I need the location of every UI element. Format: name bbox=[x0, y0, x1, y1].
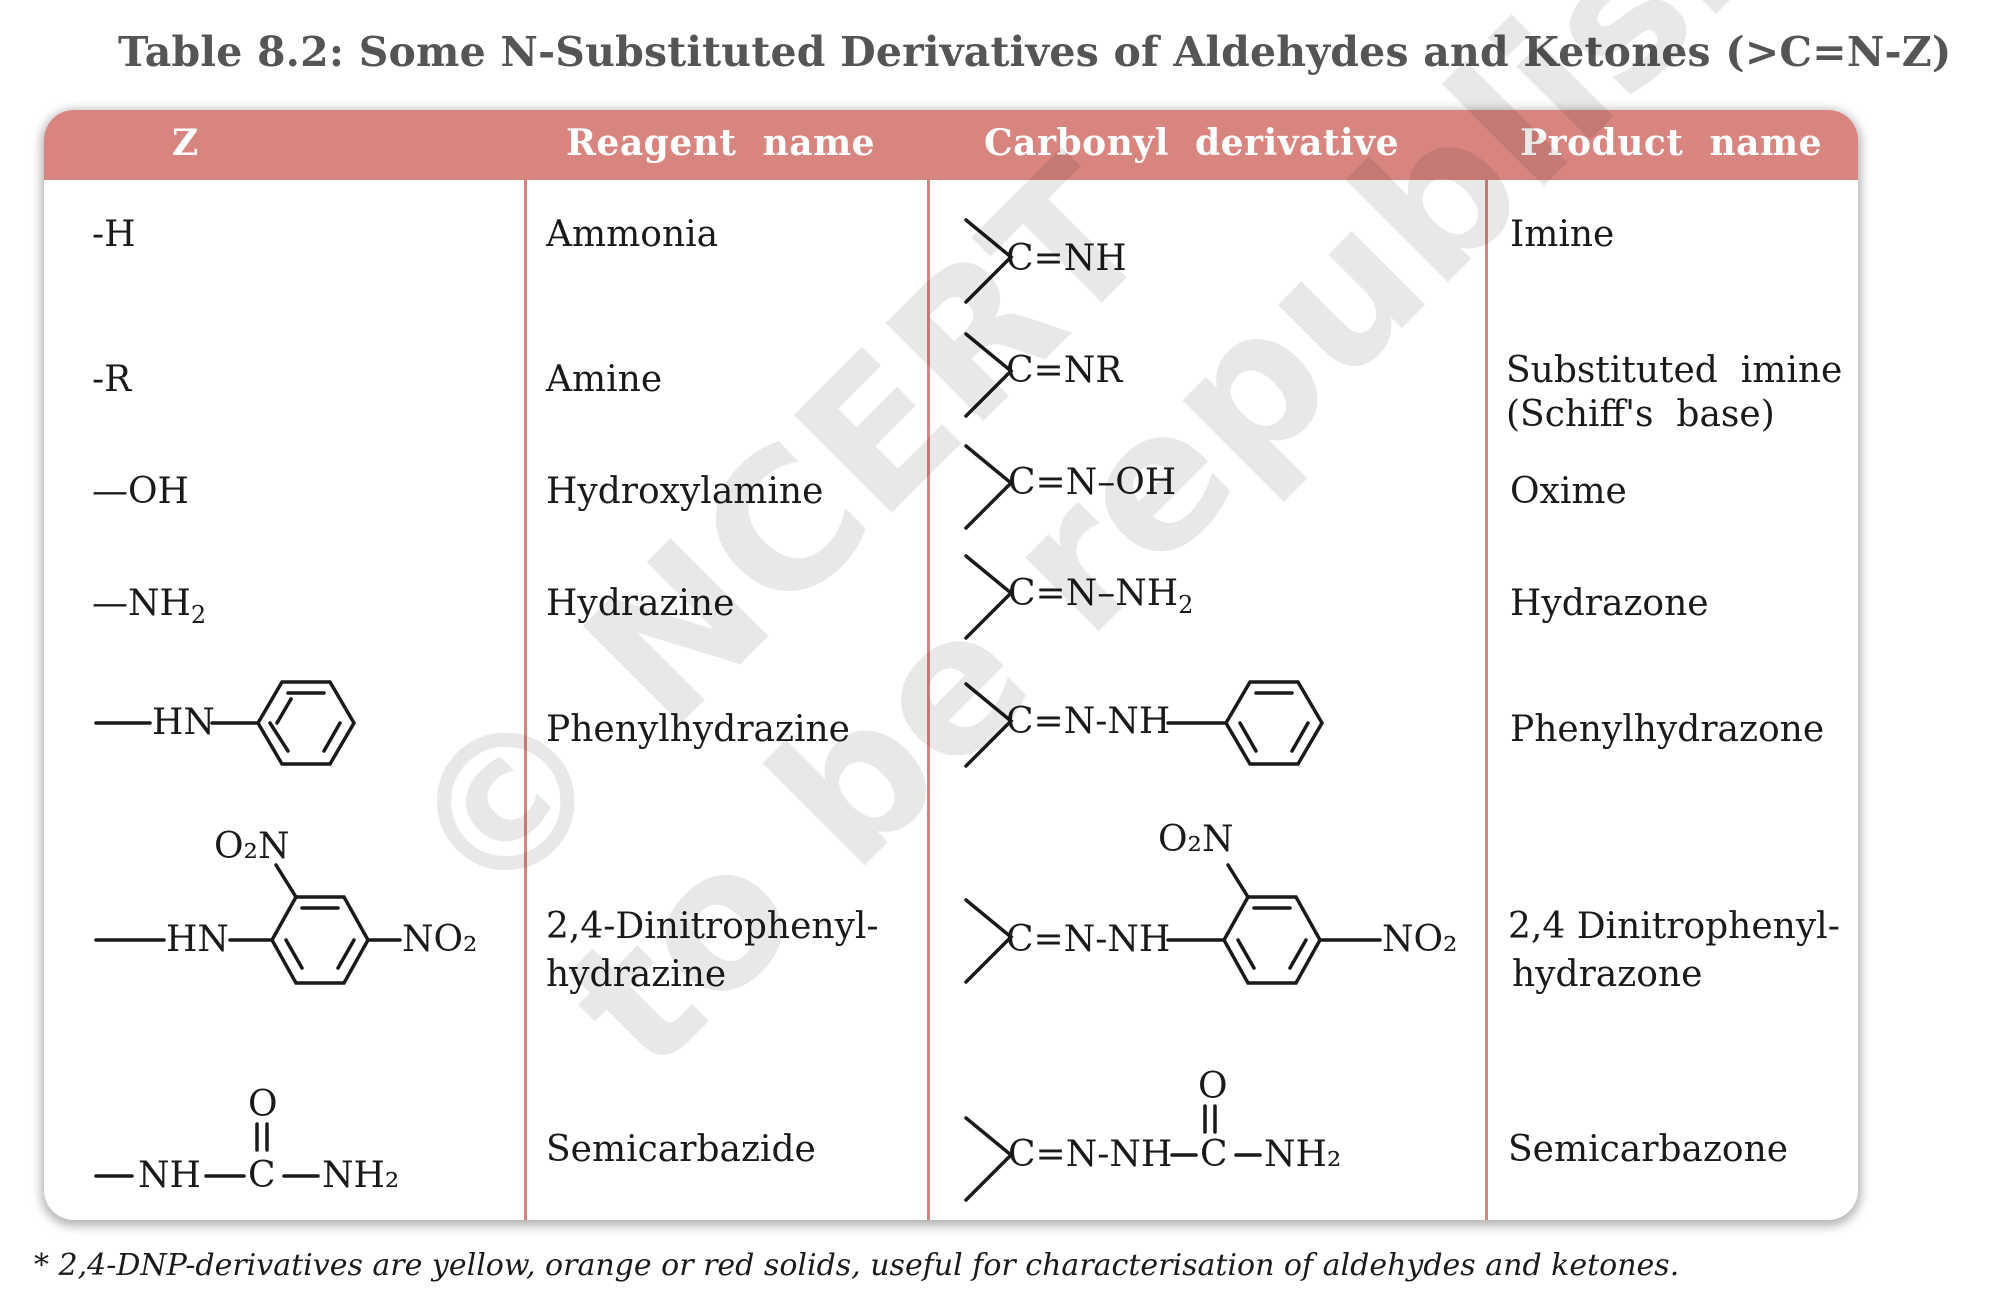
table-title: Table 8.2: Some N-Substituted Derivative… bbox=[118, 28, 1952, 76]
chevron-row2 bbox=[964, 332, 1014, 418]
benzene-inner-bond bbox=[268, 721, 290, 753]
product-cell-line2: hydrazone bbox=[1512, 954, 1703, 995]
derivative-oxygen-label: O bbox=[1198, 1066, 1228, 1107]
chevron-row4 bbox=[964, 554, 1014, 640]
z-cell: -H bbox=[92, 214, 136, 255]
reagent-cell: Hydroxylamine bbox=[546, 471, 824, 512]
column-divider bbox=[524, 180, 527, 1220]
derivative-cell: C=NH bbox=[1006, 238, 1127, 279]
z-nh-label: NH bbox=[138, 1155, 201, 1196]
z-cell: -R bbox=[92, 359, 132, 400]
product-cell: 2,4 Dinitrophenyl- bbox=[1508, 906, 1840, 947]
benzene-ring bbox=[1223, 680, 1325, 766]
z-hn-label: HN bbox=[152, 702, 215, 743]
z-text: —NH bbox=[92, 583, 191, 624]
product-cell: Substituted imine bbox=[1506, 350, 1843, 391]
benzene-inner-bond bbox=[1288, 938, 1308, 970]
footnote: * 2,4-DNP-derivatives are yellow, orange… bbox=[34, 1248, 1680, 1283]
z-hn-label: HN bbox=[166, 919, 229, 960]
benzene-ring bbox=[255, 680, 357, 766]
benzene-inner-bond bbox=[322, 721, 342, 753]
reagent-cell: Semicarbazide bbox=[546, 1129, 816, 1170]
column-divider bbox=[927, 180, 930, 1220]
product-cell-line2: (Schiff's base) bbox=[1506, 394, 1775, 435]
header-product-name: Product name bbox=[1520, 122, 1823, 164]
benzene-inner-bond bbox=[284, 938, 304, 970]
header-reagent-name: Reagent name bbox=[566, 122, 876, 164]
z-carbon-label: C bbox=[248, 1155, 276, 1196]
header-carbonyl-derivative: Carbonyl derivative bbox=[984, 122, 1400, 164]
bond-line bbox=[1226, 863, 1250, 899]
derivative-cell: C=NR bbox=[1006, 350, 1123, 391]
benzene-inner-bond bbox=[1236, 938, 1256, 970]
product-cell: Imine bbox=[1510, 214, 1615, 255]
derivative-cell: C=N-NH bbox=[1006, 919, 1171, 960]
derivative-nh2-label: NH₂ bbox=[1264, 1134, 1342, 1175]
z-nh2-label: NH₂ bbox=[322, 1155, 400, 1196]
derivative-text: C=N–NH bbox=[1008, 573, 1179, 614]
chevron-row5 bbox=[964, 682, 1014, 768]
benzene-inner-bond bbox=[1238, 721, 1258, 753]
derivative-cell: C=N-NH bbox=[1006, 701, 1171, 742]
reagent-cell: Amine bbox=[546, 359, 663, 400]
derivative-o2n-label: O₂N bbox=[1158, 819, 1234, 860]
benzene-inner-bond bbox=[275, 697, 293, 725]
product-cell: Oxime bbox=[1510, 471, 1627, 512]
z-subscript: 2 bbox=[190, 601, 207, 629]
chevron-row3 bbox=[964, 444, 1014, 530]
derivative-cell: C=N–NH2 bbox=[1008, 572, 1193, 627]
chevron-row1 bbox=[964, 218, 1014, 304]
header-z: Z bbox=[172, 122, 199, 164]
z-o2n-label: O₂N bbox=[214, 826, 290, 867]
benzene-inner-bond bbox=[336, 938, 356, 970]
reagent-cell: Ammonia bbox=[546, 214, 719, 255]
product-cell: Phenylhydrazone bbox=[1510, 709, 1825, 750]
reagent-cell-line2: hydrazine bbox=[546, 954, 727, 995]
derivative-cell: C=N–OH bbox=[1008, 462, 1177, 503]
chevron-row7 bbox=[964, 1116, 1014, 1202]
column-divider bbox=[1485, 180, 1488, 1220]
product-cell: Semicarbazone bbox=[1508, 1129, 1789, 1170]
reagent-cell: Hydrazine bbox=[546, 583, 735, 624]
reagent-cell: Phenylhydrazine bbox=[546, 709, 850, 750]
bond-line bbox=[274, 863, 298, 899]
z-cell: —OH bbox=[92, 471, 189, 512]
z-no2-label: NO₂ bbox=[402, 919, 478, 960]
derivatives-table: Z Reagent name Carbonyl derivative Produ… bbox=[44, 110, 1858, 1220]
reagent-cell: 2,4-Dinitrophenyl- bbox=[546, 906, 879, 947]
derivative-no2-label: NO₂ bbox=[1382, 919, 1458, 960]
chevron-row6 bbox=[964, 898, 1014, 984]
derivative-subscript: 2 bbox=[1178, 591, 1194, 619]
derivative-cell: C=N-NH bbox=[1008, 1134, 1173, 1175]
z-cell: —NH2 bbox=[92, 582, 206, 637]
product-cell: Hydrazone bbox=[1510, 583, 1709, 624]
z-oxygen-label: O bbox=[248, 1084, 278, 1125]
benzene-inner-bond bbox=[1290, 721, 1310, 753]
table-header-row: Z Reagent name Carbonyl derivative Produ… bbox=[44, 110, 1858, 180]
derivative-carbon-label: C bbox=[1200, 1134, 1228, 1175]
